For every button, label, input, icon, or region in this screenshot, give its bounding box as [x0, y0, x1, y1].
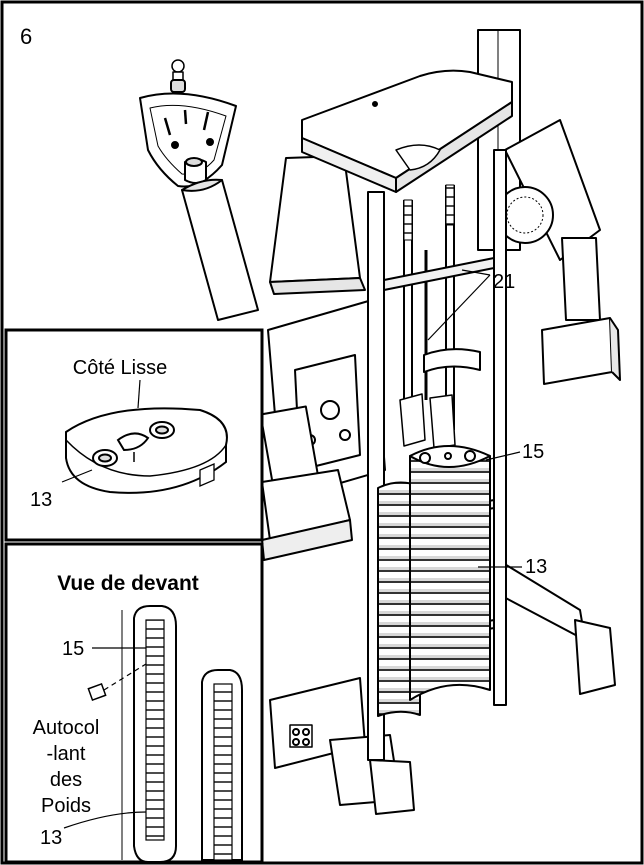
tower-right-post: [493, 149, 507, 706]
callout-13: 13: [525, 556, 547, 578]
decal-label-line-4: Poids: [41, 795, 91, 817]
callout-line-21a: [427, 274, 491, 341]
smooth-side-leader: [137, 379, 141, 409]
callout-21: 21: [493, 271, 515, 293]
pulley-assembly: [139, 59, 259, 321]
front-view-stacks: [87, 605, 243, 863]
callout-line-21b: [461, 269, 491, 276]
plate-13-leader: [61, 469, 93, 483]
front-13-leader: [63, 811, 147, 829]
decal-label-line-2: -lant: [47, 743, 86, 765]
lever-post: [561, 237, 601, 321]
plate-13-label: 13: [30, 489, 52, 511]
pulley-hook: [171, 59, 185, 73]
callout-15: 15: [522, 441, 544, 463]
back-pad: [269, 155, 361, 283]
weight-decal: [87, 683, 107, 701]
front-foot-cap: [369, 759, 415, 815]
front-13-label: 13: [40, 827, 62, 849]
weight-machine: [259, 29, 621, 815]
pulley-block: [423, 348, 481, 373]
front-15-label: 15: [62, 638, 84, 660]
decal-label-line-3: des: [50, 769, 82, 791]
lever-pad: [541, 317, 613, 385]
weight-plate-body: [65, 407, 228, 494]
smooth-side-label: Côté Lisse: [73, 357, 168, 379]
rear-foot-cap: [574, 619, 616, 695]
callout-line-15: [485, 451, 521, 461]
weight-plate-detail: [65, 407, 228, 494]
step-number: 6: [20, 24, 32, 49]
weight-stack-front: [409, 448, 491, 701]
front-view-title: Vue de devant: [57, 572, 199, 595]
decal-label-line-1: Autocol: [33, 717, 100, 739]
